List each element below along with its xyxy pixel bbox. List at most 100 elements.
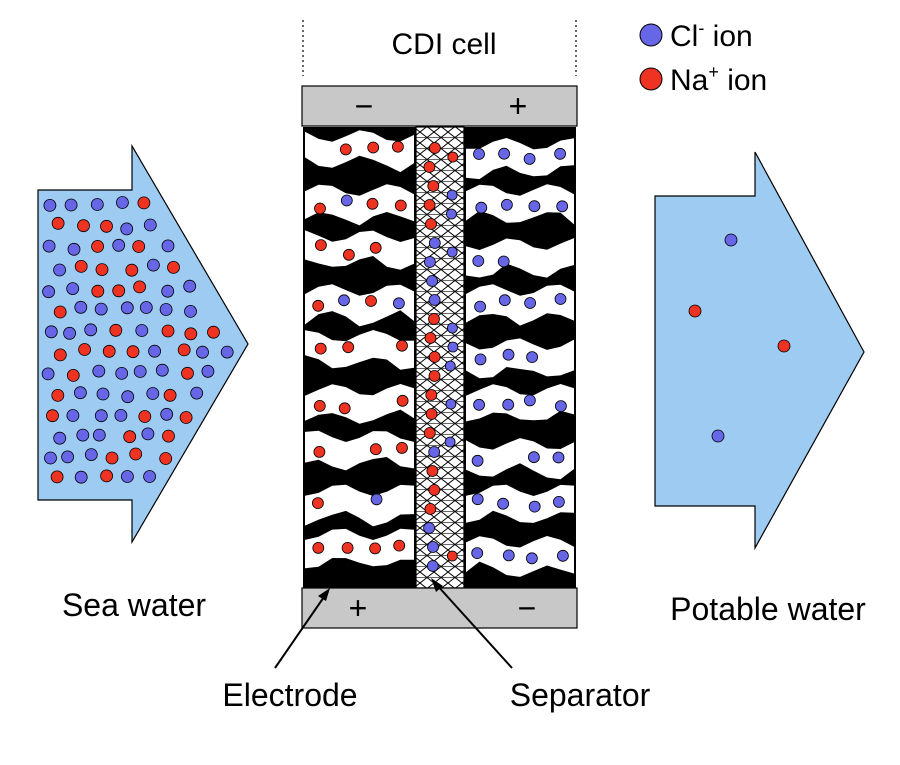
top-plate-right-sign: + [509,88,528,124]
cl-ion [554,293,567,305]
na-ion [133,280,147,294]
legend: Cl- ion Na+ ion [639,18,767,97]
outlet-ion-group [688,233,791,443]
cl-ion [67,242,81,256]
pore-channel [305,430,414,471]
legend-na-sup: + [708,62,719,82]
cl-ion [63,326,76,340]
cl-ion [427,541,439,553]
pore-channel [305,230,414,270]
na-ion [369,241,382,254]
na-ion [177,343,191,357]
cl-ion [121,390,135,404]
na-ion [138,410,152,423]
legend-na-text: Na+ ion [670,62,767,97]
na-ion [137,196,151,210]
inlet-arrow-shape [37,143,249,545]
cl-ion [553,495,565,508]
cl-ion [473,148,485,160]
na-ion [161,324,175,338]
na-ion [112,284,126,298]
bottom-plate-body [301,587,578,629]
cl-ion [447,341,459,353]
na-ion [424,503,437,515]
na-ion [184,327,198,341]
cl-ion [528,200,541,213]
na-ion [369,542,382,555]
na-ion [181,366,194,380]
cl-ion [524,394,536,407]
na-ion [314,239,327,252]
cl-ion [94,302,108,316]
pore-channel [466,138,574,180]
na-ion [369,443,382,456]
cl-ion [183,279,197,293]
legend-na-label: Na [670,64,709,97]
cl-ion [84,323,98,337]
legend-cl-suffix: ion [704,20,752,53]
cl-ion [161,284,175,298]
cl-ion [115,366,129,380]
top-plate: − + [301,85,578,127]
cl-ion [148,344,162,358]
cl-ion [143,218,157,232]
na-ion [46,409,59,423]
cl-ion [472,255,485,267]
na-ion [428,142,441,154]
na-ion [428,370,441,382]
bottom-plate-right-sign: − [518,590,537,626]
cl-ion [112,238,126,252]
cl-ion [43,198,57,212]
na-ion [123,430,137,444]
na-ion [428,484,441,496]
legend-cl-sup: - [698,18,704,38]
na-ion [427,180,440,192]
cl-ion [76,428,90,442]
cl-ion [44,325,58,339]
cl-ion [92,428,106,442]
separator-label: Separator [510,677,651,713]
na-ion [50,470,64,484]
na-ion [423,427,436,439]
cl-ion [201,364,215,378]
separator-pointer-head [431,578,443,592]
na-ion [66,368,80,382]
legend-na-suffix: ion [719,64,767,97]
na-ion [423,199,436,211]
cl-ion [135,324,149,337]
pore-channel [305,130,414,173]
na-ion [51,216,65,230]
na-ion [163,388,177,402]
na-ion [688,304,702,318]
na-ion [167,260,180,274]
electrode-pointer [274,588,330,669]
cl-ion [475,201,488,214]
sea-water-label: Sea water [62,587,206,623]
na-ion [311,497,324,510]
na-ion [426,465,439,477]
cl-ion [423,522,436,534]
na-ion [74,259,88,273]
cl-ion [423,256,436,268]
cl-ion [428,237,441,249]
na-ion [314,202,326,215]
cl-ion [554,147,566,160]
na-ion [179,411,193,424]
pore-channel [305,484,414,527]
cl-ion [74,300,88,314]
top-plate-left-sign: − [355,88,374,124]
cl-ion [53,263,66,277]
cl-ion [502,398,515,411]
cl-ion [445,398,457,410]
na-ion [100,469,113,483]
cl-ion [428,446,441,458]
na-ion [396,441,408,454]
cl-ion [498,294,511,307]
na-ion [312,542,325,554]
outlet-arrow-shape [654,151,865,551]
na-ion [100,219,113,233]
na-ion [393,539,406,552]
cl-ion [74,386,87,400]
cl-ion [146,258,160,272]
electrode-pores [305,130,574,577]
